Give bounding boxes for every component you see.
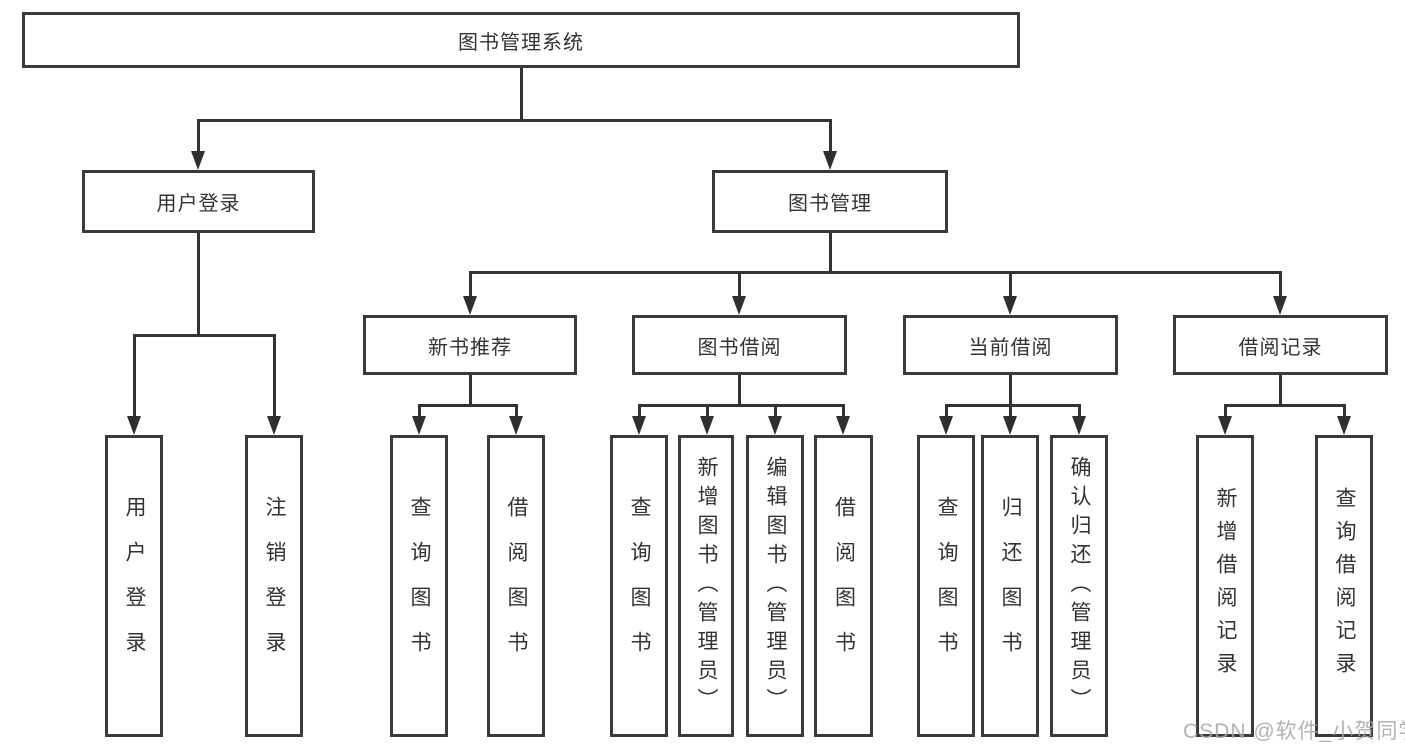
node-label: 用户登录 — [123, 496, 146, 676]
connector-hline — [945, 404, 1080, 407]
connector-vline — [738, 375, 741, 406]
leaf-current-query-books: 查询图书 — [917, 435, 975, 737]
connector-vline — [1343, 404, 1346, 417]
node-label: 当前借阅 — [968, 336, 1053, 359]
arrow-down-icon — [732, 296, 746, 315]
node-current-borrow: 当前借阅 — [903, 315, 1118, 375]
leaf-records-query-record: 查询借阅记录 — [1315, 435, 1373, 737]
connector-vline — [774, 404, 777, 417]
arrow-down-icon — [939, 416, 953, 435]
arrow-down-icon — [463, 296, 477, 315]
arrow-down-icon — [1072, 416, 1086, 435]
node-label: 新增借阅记录 — [1214, 487, 1237, 685]
arrow-down-icon — [1218, 416, 1232, 435]
node-book-management: 图书管理 — [712, 170, 948, 233]
arrow-down-icon — [823, 151, 837, 170]
connector-vline — [1009, 271, 1012, 297]
node-borrow-records: 借阅记录 — [1173, 315, 1388, 375]
connector-vline — [133, 334, 136, 417]
leaf-borrow-query-books: 查询图书 — [610, 435, 668, 737]
connector-vline — [1224, 404, 1227, 417]
node-label: 归还图书 — [999, 496, 1022, 676]
arrow-down-icon — [509, 416, 523, 435]
connector-vline — [197, 233, 200, 336]
node-label: 新书推荐 — [428, 336, 512, 359]
connector-vline — [829, 233, 832, 273]
node-label: 图书借阅 — [697, 336, 782, 359]
connector-hline — [418, 404, 517, 407]
node-label: 借阅图书 — [505, 496, 528, 676]
node-label: 新增图书（管理员） — [695, 455, 718, 717]
connector-hline — [469, 271, 1281, 274]
leaf-borrow-borrow-books: 借阅图书 — [814, 435, 873, 737]
node-label: 查询图书 — [935, 496, 958, 676]
leaf-borrow-add-books-admin: 新增图书（管理员） — [678, 435, 734, 737]
arrow-down-icon — [1003, 416, 1017, 435]
arrow-down-icon — [412, 416, 426, 435]
leaf-current-confirm-return-admin: 确认归还（管理员） — [1050, 435, 1108, 737]
connector-vline — [273, 334, 276, 417]
node-user-login-group: 用户登录 — [82, 170, 315, 233]
node-label: 查询图书 — [628, 496, 651, 676]
connector-vline — [1009, 375, 1012, 406]
leaf-logout: 注销登录 — [245, 435, 303, 737]
arrow-down-icon — [1003, 296, 1017, 315]
arrow-down-icon — [191, 151, 205, 170]
node-label: 图书管理 — [788, 193, 872, 215]
arrow-down-icon — [267, 416, 281, 435]
connector-vline — [638, 404, 641, 417]
arrow-down-icon — [632, 416, 646, 435]
connector-vline — [738, 271, 741, 297]
leaf-newbook-borrow-books: 借阅图书 — [487, 435, 545, 737]
connector-vline — [842, 404, 845, 417]
node-label: 查询借阅记录 — [1333, 487, 1356, 685]
connector-vline — [469, 375, 472, 406]
connector-vline — [829, 119, 832, 152]
connector-vline — [469, 271, 472, 297]
node-label: 借阅图书 — [832, 496, 856, 676]
node-label: 借阅记录 — [1238, 336, 1323, 359]
connector-vline — [1279, 375, 1282, 406]
node-label: 注销登录 — [263, 496, 286, 676]
connector-vline — [1279, 271, 1282, 297]
leaf-borrow-edit-books-admin: 编辑图书（管理员） — [746, 435, 804, 737]
connector-hline — [1224, 404, 1345, 407]
node-label: 用户登录 — [156, 193, 241, 215]
node-label: 确认归还（管理员） — [1068, 455, 1091, 717]
watermark: CSDN @软件_小贺同学 — [1183, 720, 1405, 743]
connector-vline — [1009, 404, 1012, 417]
connector-vline — [945, 404, 948, 417]
arrow-down-icon — [700, 416, 714, 435]
node-new-book-recommend: 新书推荐 — [363, 315, 577, 375]
leaf-records-add-record: 新增借阅记录 — [1196, 435, 1254, 737]
connector-vline — [520, 68, 523, 121]
arrow-down-icon — [768, 416, 782, 435]
arrow-down-icon — [1273, 296, 1287, 315]
connector-vline — [197, 119, 200, 152]
arrow-down-icon — [127, 416, 141, 435]
node-label: 编辑图书（管理员） — [764, 455, 787, 717]
connector-hline — [197, 119, 831, 122]
leaf-newbook-query-books: 查询图书 — [390, 435, 448, 737]
node-label: 查询图书 — [408, 496, 431, 676]
connector-vline — [515, 404, 518, 417]
connector-hline — [638, 404, 844, 407]
connector-vline — [706, 404, 709, 417]
arrow-down-icon — [836, 416, 850, 435]
node-label: 图书管理系统 — [458, 31, 584, 54]
connector-vline — [418, 404, 421, 417]
connector-hline — [133, 334, 275, 337]
leaf-user-login: 用户登录 — [105, 435, 163, 737]
node-root-library-system: 图书管理系统 — [22, 12, 1020, 68]
leaf-current-return-books: 归还图书 — [981, 435, 1039, 737]
arrow-down-icon — [1337, 416, 1351, 435]
node-book-borrow: 图书借阅 — [632, 315, 847, 375]
connector-vline — [1078, 404, 1081, 417]
